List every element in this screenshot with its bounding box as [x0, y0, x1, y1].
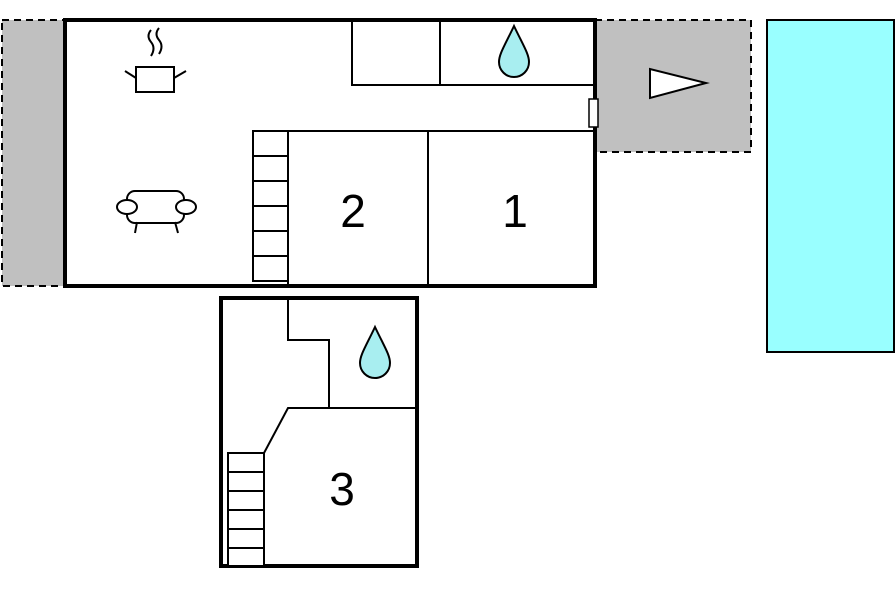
- entrance-arrow-icon: [649, 67, 710, 100]
- wall-top-storage: [351, 20, 593, 86]
- cooking-pot-icon: [124, 27, 187, 93]
- water-drop-icon: [358, 324, 392, 379]
- water-drop-icon: [497, 23, 531, 78]
- pool: [766, 19, 895, 353]
- stairs-upper: [252, 130, 289, 282]
- sofa-icon: [116, 190, 197, 234]
- stairs-lower: [227, 452, 265, 567]
- wall-lower-bath: [287, 298, 417, 409]
- room-2-label: 2: [340, 185, 366, 237]
- room-1-label: 1: [502, 185, 528, 237]
- room-3-label: 3: [329, 463, 355, 515]
- door: [588, 98, 599, 128]
- terrace-left: [1, 19, 66, 287]
